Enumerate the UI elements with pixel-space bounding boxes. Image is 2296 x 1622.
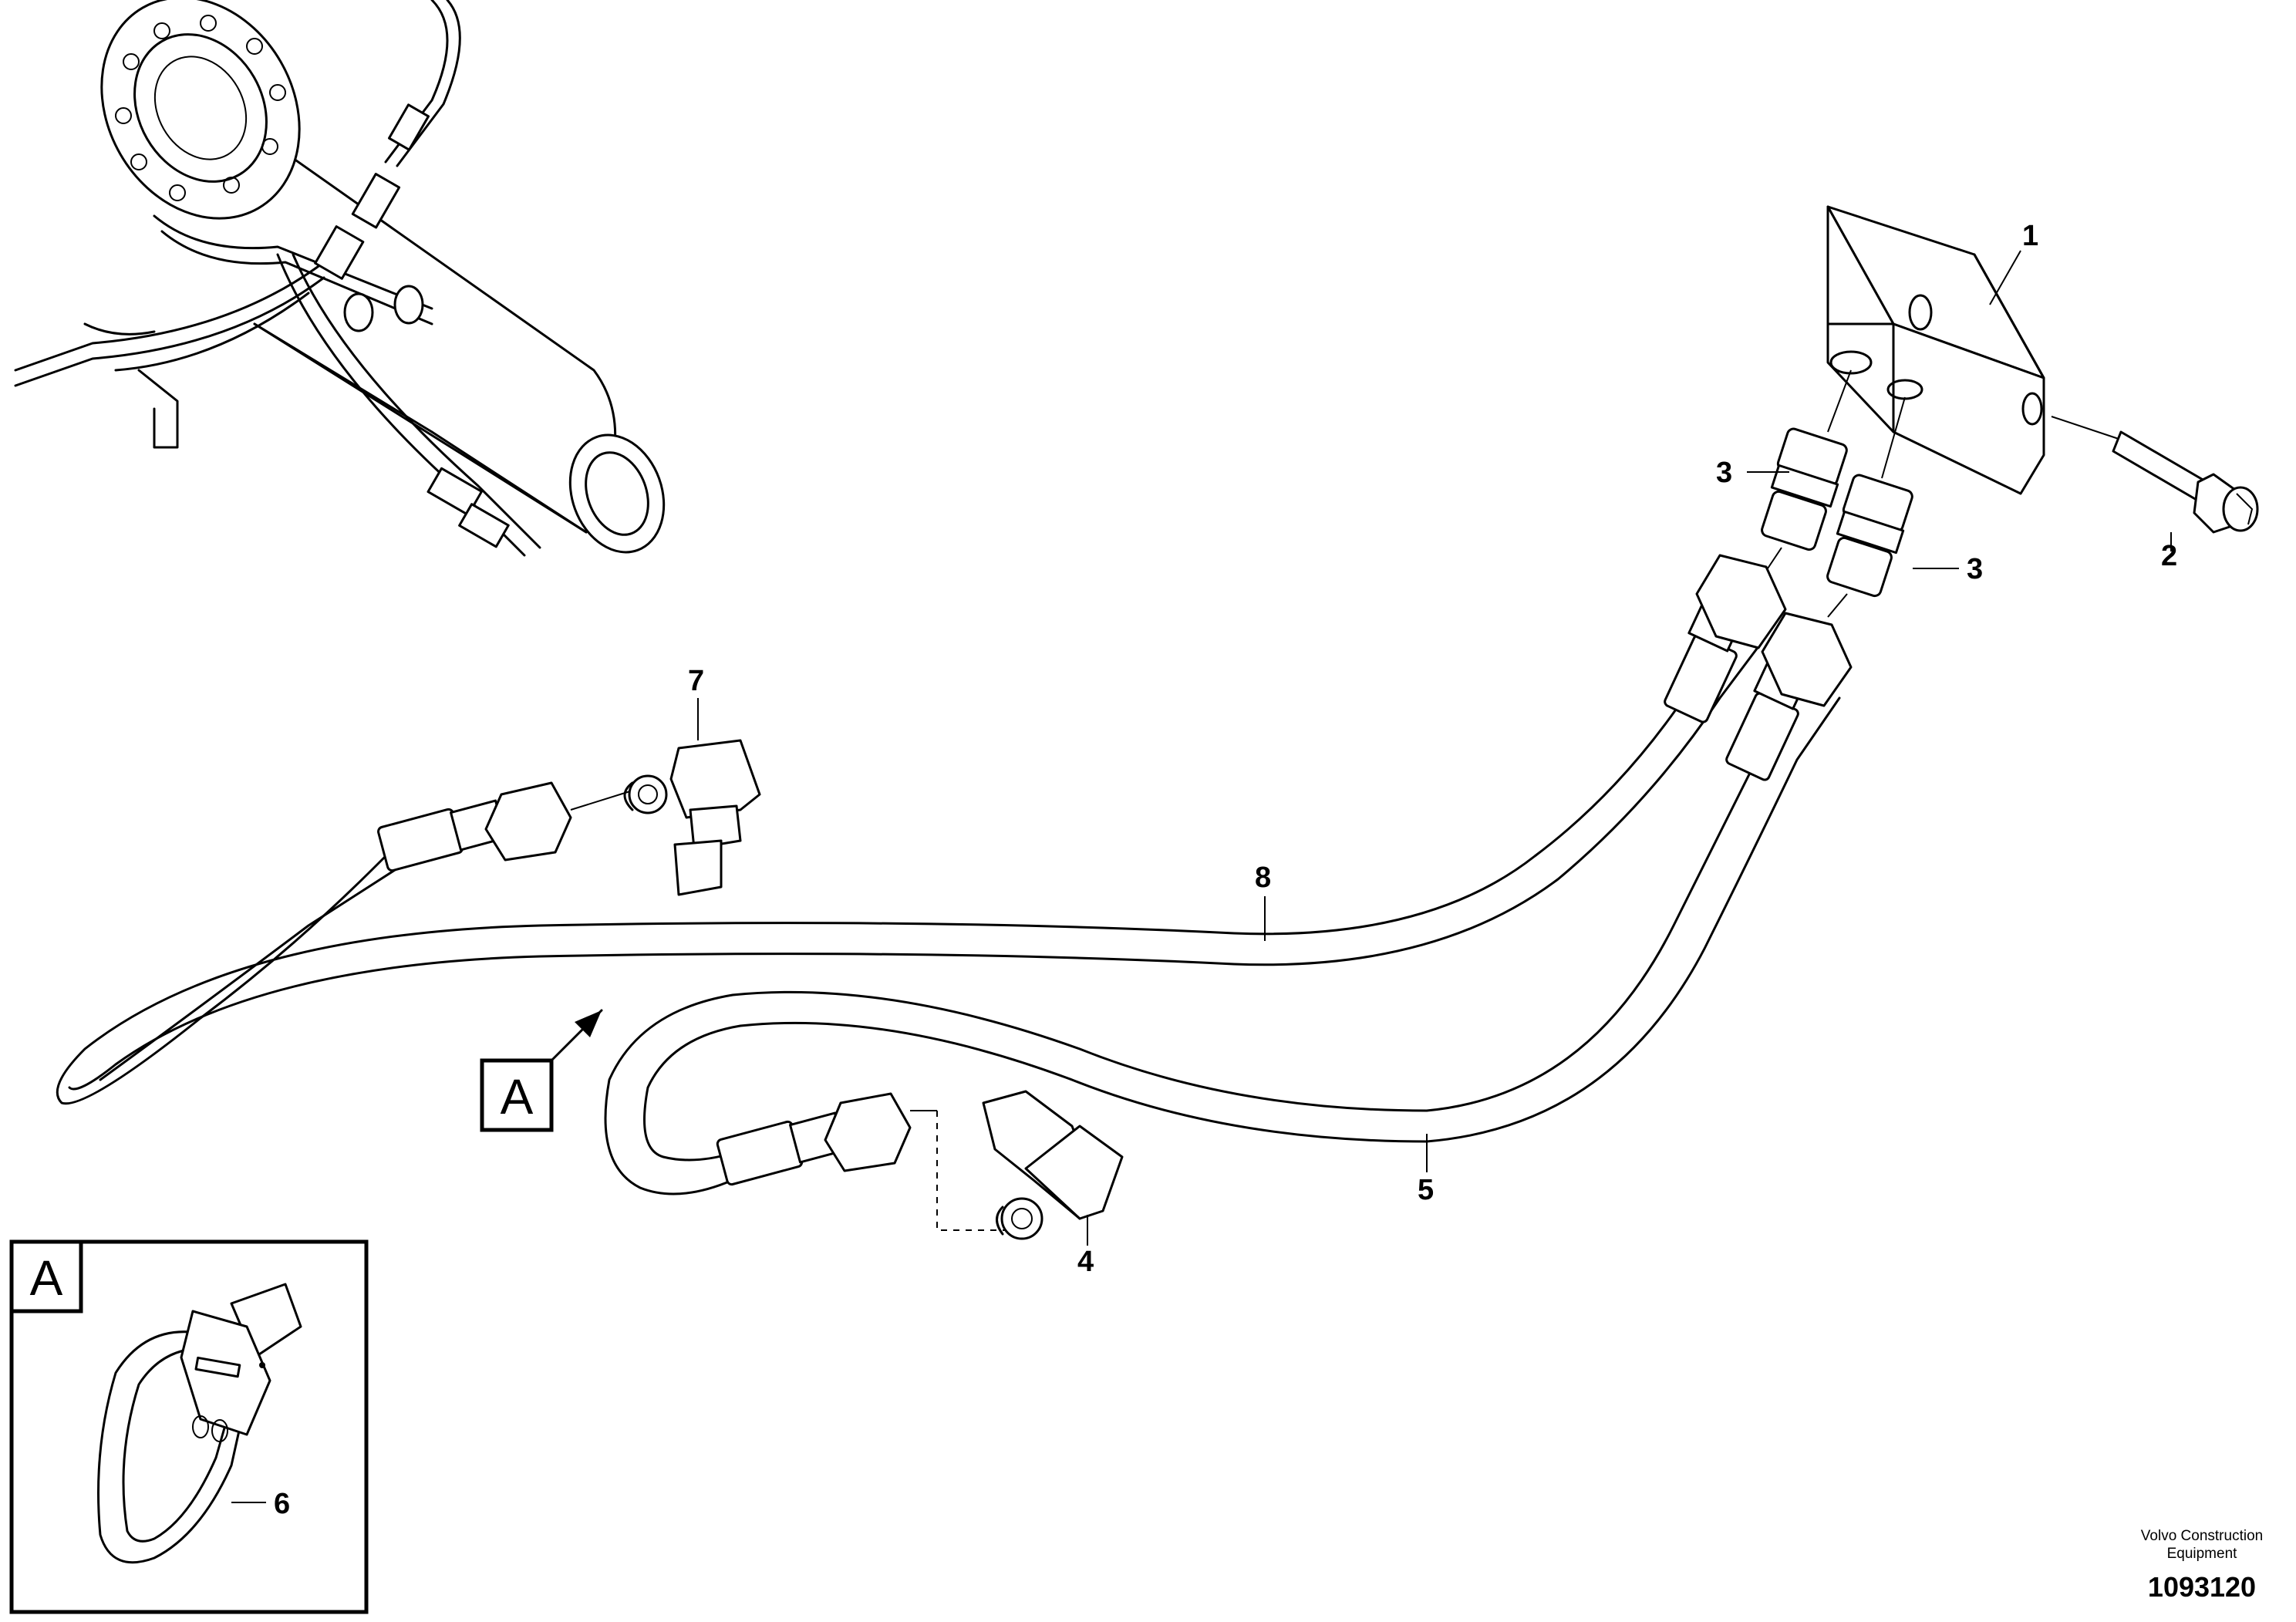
detail-inset-a: A	[9, 1239, 369, 1614]
bolt	[2051, 416, 2259, 534]
elbow-fitting-7	[623, 739, 761, 896]
callout-2: 2	[2161, 540, 2177, 572]
valve-block	[1826, 205, 2045, 495]
elbow-fitting-4	[982, 1090, 1124, 1240]
view-a-label: A	[501, 1069, 534, 1125]
hose-5	[604, 612, 1853, 1231]
callout-6: 6	[274, 1488, 290, 1520]
callouts: 1 2 3 3 4 5 6 7 8	[274, 220, 2177, 1520]
hose-8	[56, 554, 1787, 1105]
credit-line-2: Equipment	[2167, 1546, 2238, 1562]
callout-3-right: 3	[1967, 553, 1983, 585]
callout-3-left: 3	[1716, 457, 1732, 489]
document-number: 1093120	[2148, 1571, 2256, 1603]
callout-5: 5	[1418, 1174, 1434, 1206]
callout-7: 7	[688, 665, 704, 697]
callout-8: 8	[1255, 862, 1271, 894]
boom-cylinder	[14, 0, 666, 557]
inset-a-label: A	[30, 1250, 63, 1306]
footer: Volvo Construction Equipment 1093120	[2141, 1528, 2263, 1603]
leader-lines	[231, 250, 2172, 1503]
callout-1: 1	[2022, 220, 2038, 252]
hose-clamp	[97, 1283, 302, 1564]
view-a-marker: A	[480, 1009, 603, 1132]
adapter-right	[1826, 396, 1913, 618]
credit-line-1: Volvo Construction	[2141, 1528, 2263, 1544]
callout-4: 4	[1077, 1246, 1094, 1278]
adapter-left	[1761, 369, 1852, 572]
